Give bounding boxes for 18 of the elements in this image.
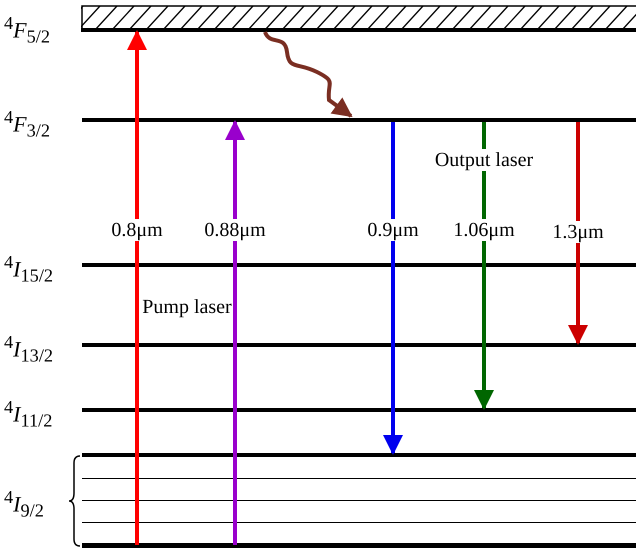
energy-level-label: $^{4}$F$_{3/2}$ (4, 108, 50, 140)
wavelength-label: 0.88μm (204, 219, 266, 241)
energy-level-label: $^{4}$I$_{13/2}$ (4, 333, 54, 366)
arrow (225, 120, 245, 545)
arrow (568, 122, 588, 345)
wavelength-label: 1.06μm (453, 219, 515, 241)
arrow (383, 122, 403, 455)
energy-level-label: $^{4}$I$_{9/2}$ (4, 488, 44, 520)
energy-level-label: $^{4}$I$_{15/2}$ (4, 253, 54, 286)
annotation-text: Output laser (434, 149, 534, 171)
wavelength-label: 1.3μm (552, 221, 604, 243)
arrow (127, 30, 147, 545)
wavelength-label: 0.9μm (367, 219, 419, 241)
wavy-arrow (263, 31, 353, 118)
energy-level-label: $^{4}$F$_{5/2}$ (4, 14, 50, 46)
annotation-text: Pump laser (142, 296, 232, 318)
energy-level-label: $^{4}$I$_{11/2}$ (4, 398, 52, 430)
wavelength-label: 0.8μm (111, 219, 163, 241)
